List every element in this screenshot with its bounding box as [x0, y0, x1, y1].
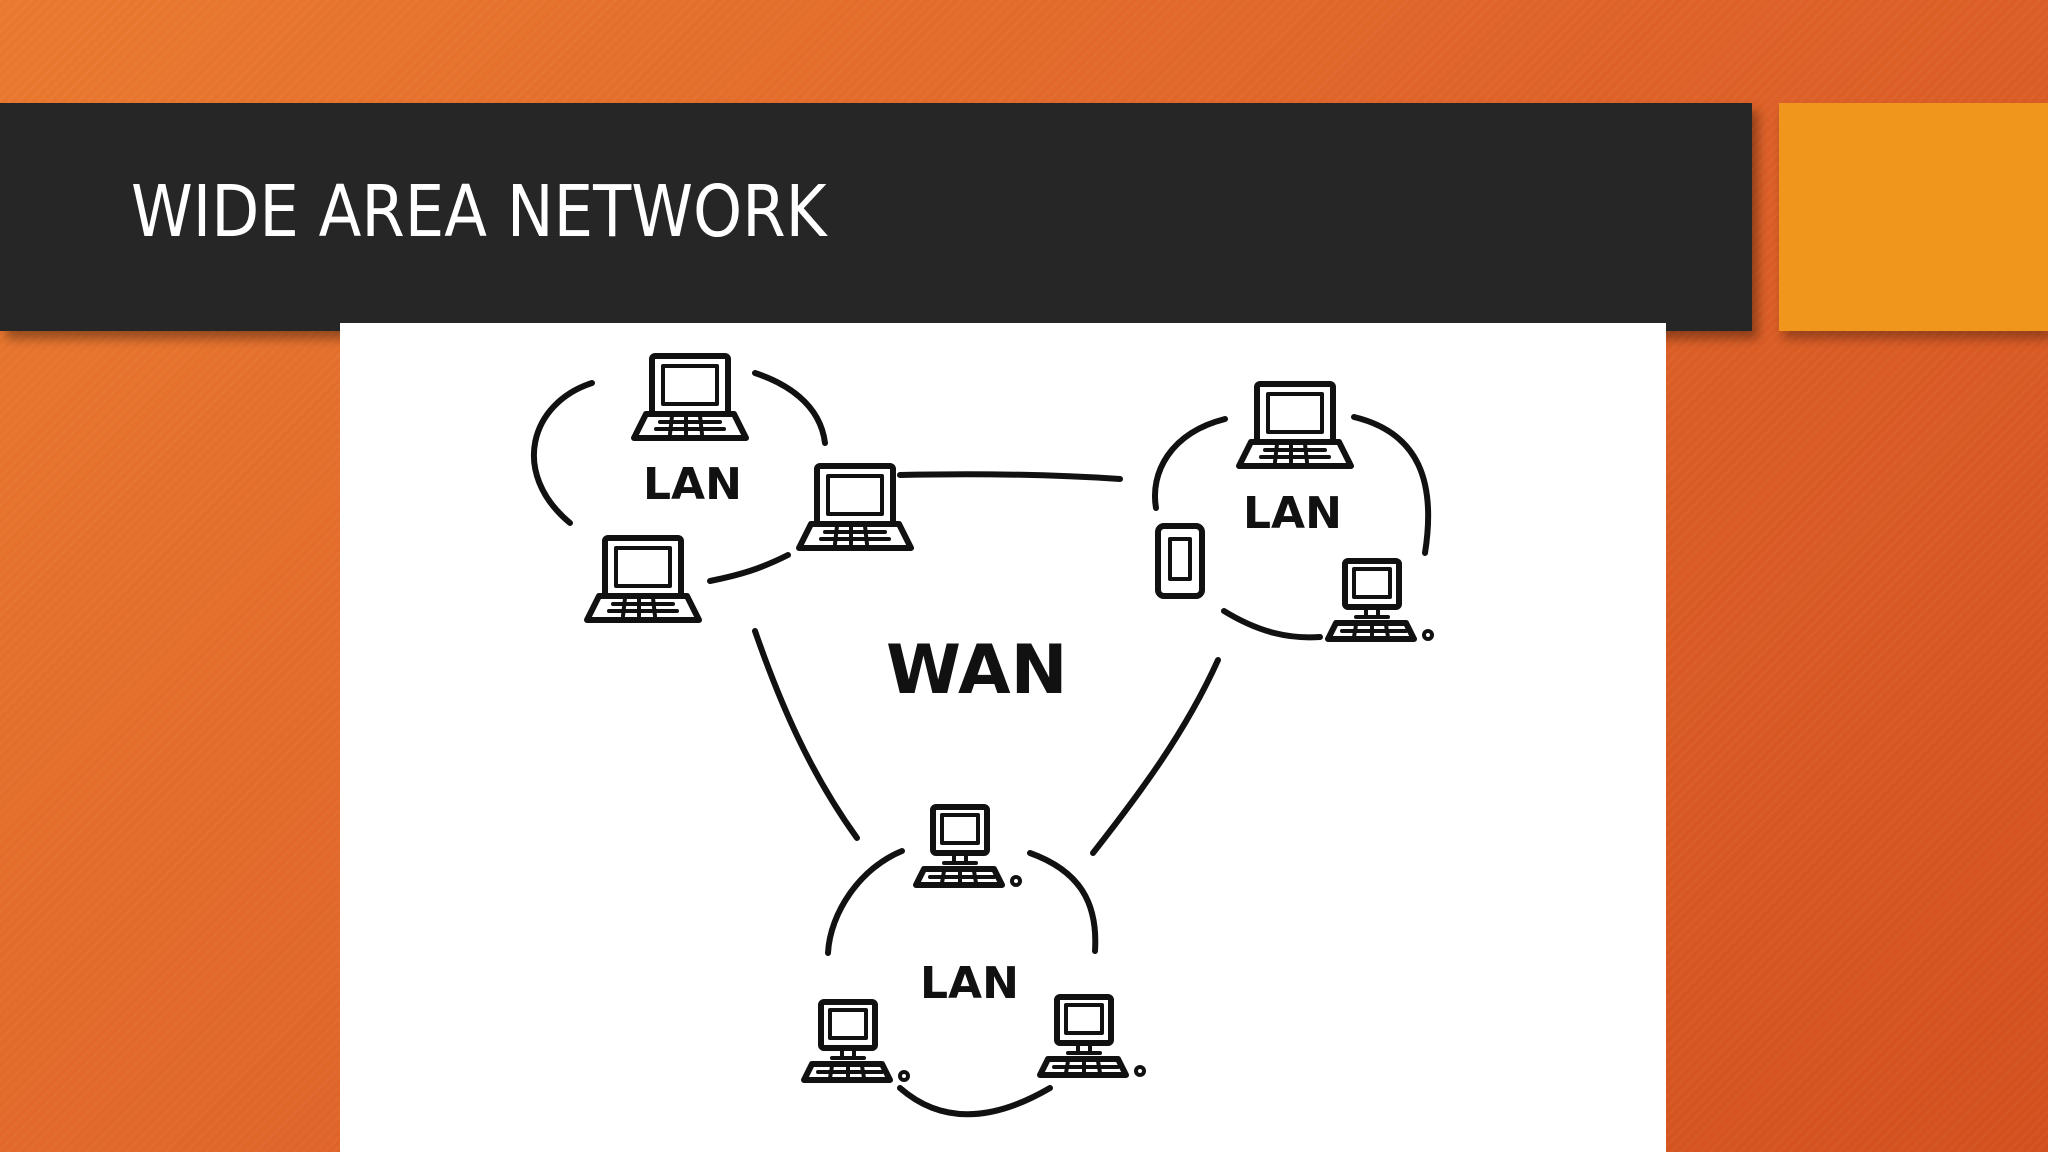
slide-title: WIDE AREA NETWORK — [131, 170, 827, 253]
lan-arc — [1027, 850, 1099, 954]
desktop-icon — [1328, 561, 1432, 639]
lan-label: LAN — [1243, 488, 1342, 539]
phone-icon — [1155, 523, 1205, 599]
accent-box — [1779, 103, 2048, 331]
lan-arc — [707, 552, 791, 584]
laptop-icon — [799, 466, 911, 548]
lan-cluster-top-left: LAN — [530, 356, 911, 620]
lan-arc — [1351, 414, 1432, 556]
laptop-icon — [634, 356, 746, 438]
lan-arc — [530, 380, 595, 526]
wan-label: WAN — [886, 631, 1068, 710]
wan-link — [897, 471, 1123, 482]
lan-cluster-top-right: LAN — [1152, 384, 1432, 641]
lan-arc — [825, 848, 905, 956]
desktop-icon — [916, 807, 1020, 885]
lan-cluster-bottom: LAN — [804, 807, 1144, 1118]
lan-arc — [1152, 416, 1228, 511]
desktop-icon — [804, 1002, 908, 1080]
laptop-icon — [587, 538, 699, 620]
lan-label: LAN — [643, 459, 742, 510]
lan-arc — [752, 370, 828, 446]
desktop-icon — [1040, 997, 1144, 1075]
lan-arc — [897, 1085, 1053, 1118]
wan-link — [752, 628, 860, 841]
wan-link — [1090, 657, 1221, 856]
lan-arc — [1221, 608, 1323, 641]
lan-label: LAN — [920, 958, 1019, 1009]
wan-diagram: LAN LAN LAN WAN — [340, 323, 1666, 1152]
laptop-icon — [1239, 384, 1351, 466]
title-bar — [0, 103, 1752, 331]
